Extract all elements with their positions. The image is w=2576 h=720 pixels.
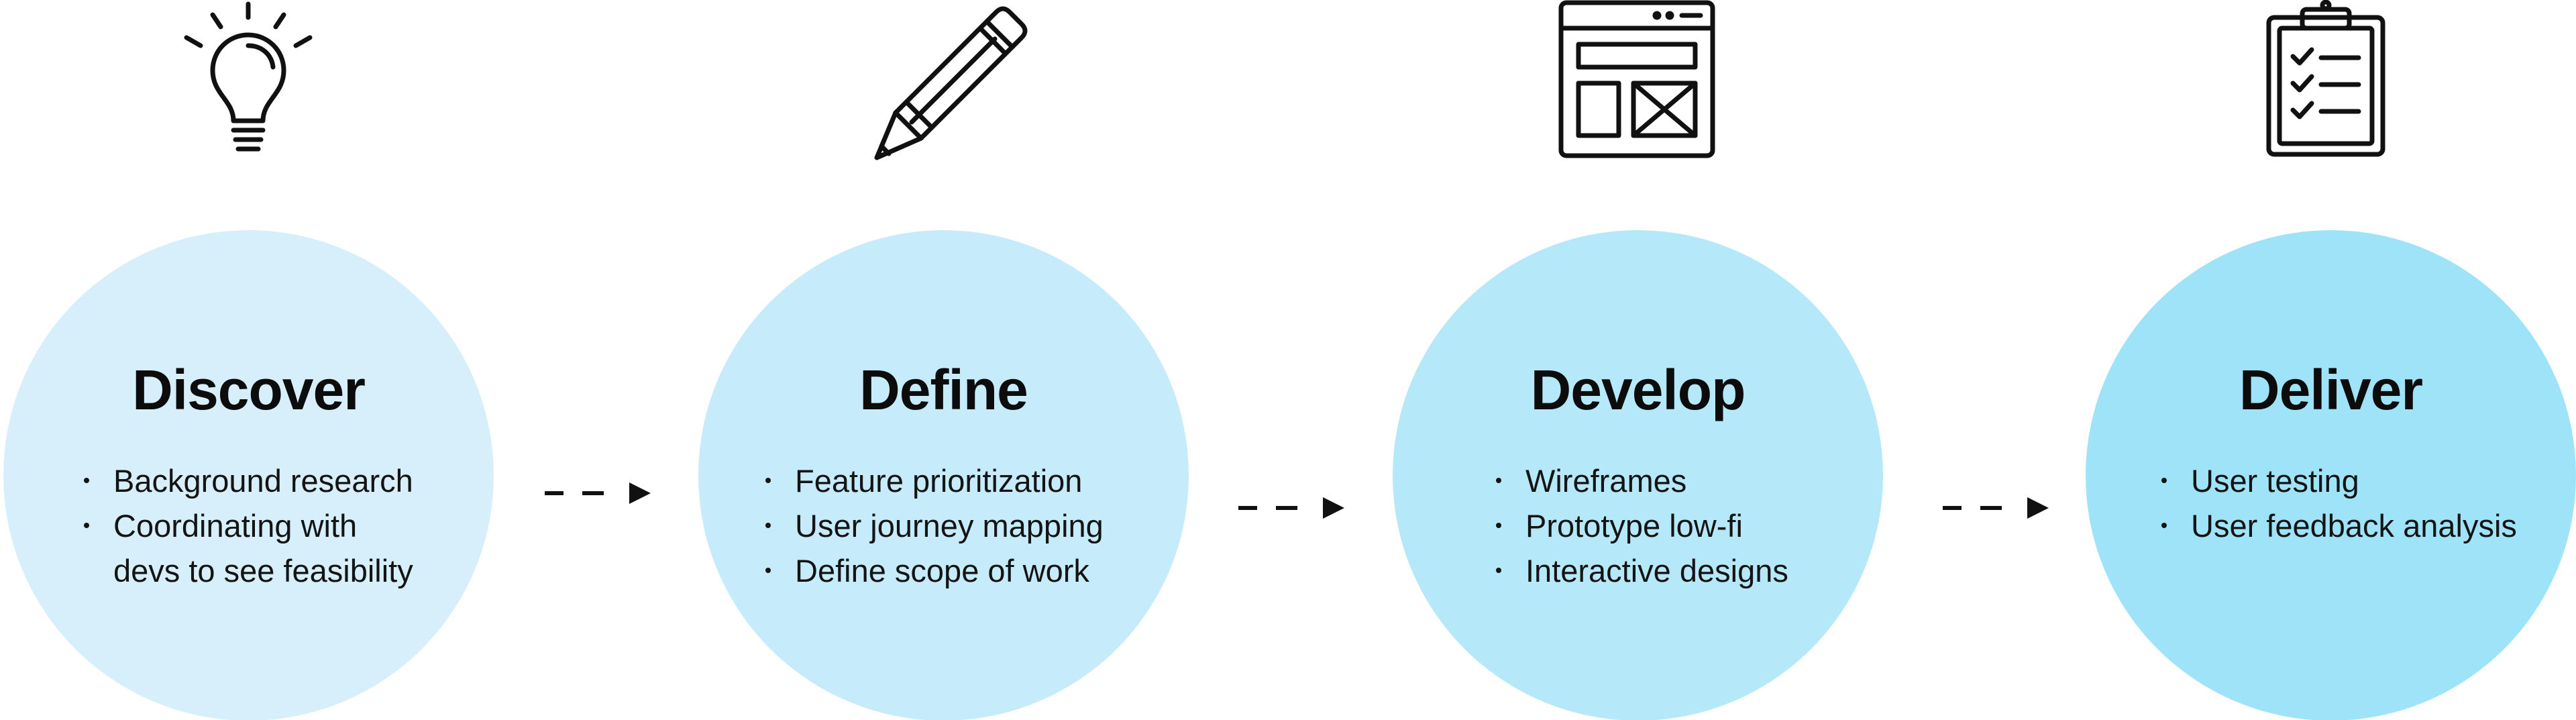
- list-item: Background research: [84, 458, 413, 503]
- dashed-arrow-icon: [1236, 495, 1350, 521]
- stage-item-list: Background research Coordinating with de…: [84, 458, 413, 593]
- list-item: User feedback analysis: [2161, 503, 2517, 548]
- stage-title: Deliver: [2239, 358, 2423, 421]
- list-item: User journey mapping: [765, 503, 1104, 548]
- wireframe-browser-icon: [1553, 0, 1721, 161]
- list-item: Feature prioritization: [765, 458, 1104, 503]
- stage-title: Develop: [1530, 358, 1746, 421]
- dashed-arrow-icon: [542, 480, 656, 507]
- list-item: User testing: [2161, 458, 2517, 503]
- lightbulb-icon: [164, 0, 332, 161]
- stage-title: Discover: [132, 358, 366, 421]
- stage-item-list: Feature prioritization User journey mapp…: [765, 458, 1104, 593]
- checklist-clipboard-icon: [2241, 0, 2408, 161]
- pencil-icon: [862, 0, 1030, 161]
- stage-deliver: Deliver User testing User feedback analy…: [2086, 230, 2576, 720]
- stage-discover: Discover Background research Coordinatin…: [3, 230, 494, 720]
- list-item: Wireframes: [1496, 458, 1788, 503]
- dashed-arrow-icon: [1940, 495, 2054, 521]
- list-item: Define scope of work: [765, 548, 1104, 593]
- list-item: Coordinating with: [84, 503, 413, 548]
- stage-item-list: Wireframes Prototype low-fi Interactive …: [1496, 458, 1788, 593]
- stage-define: Define Feature prioritization User journ…: [698, 230, 1189, 720]
- list-item: Interactive designs: [1496, 548, 1788, 593]
- stage-title: Define: [859, 358, 1028, 421]
- list-item: Prototype low-fi: [1496, 503, 1788, 548]
- stage-item-list: User testing User feedback analysis: [2161, 458, 2517, 548]
- list-item: devs to see feasibility: [113, 553, 413, 588]
- stage-develop: Develop Wireframes Prototype low-fi Inte…: [1393, 230, 1883, 720]
